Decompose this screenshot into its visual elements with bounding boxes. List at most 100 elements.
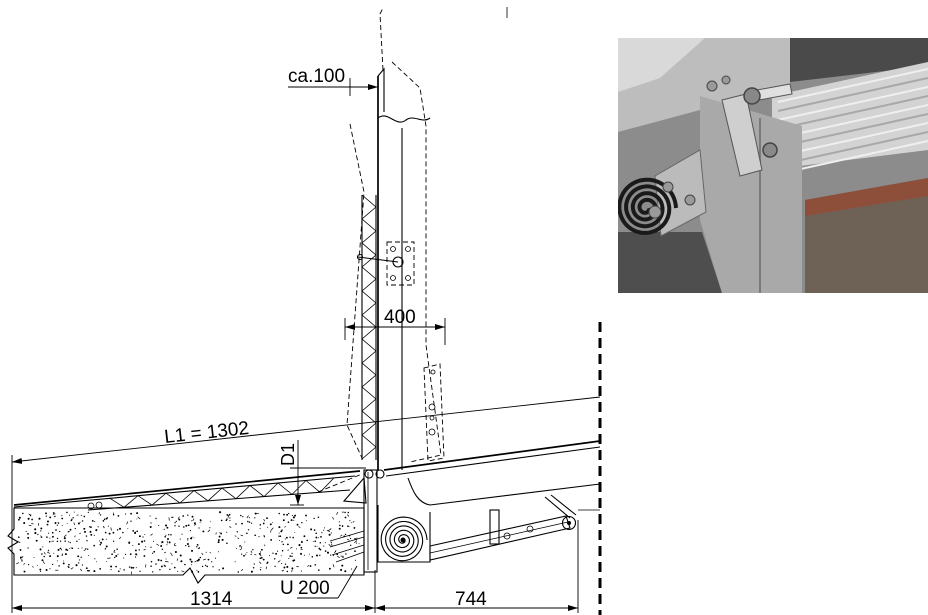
aggregate-dot <box>197 548 199 550</box>
aggregate-dot <box>46 520 50 523</box>
aggregate-dot <box>166 526 169 529</box>
aggregate-dot <box>115 565 117 568</box>
aggregate-dot <box>185 545 187 547</box>
aggregate-dot <box>262 558 265 561</box>
aggregate-dot <box>168 541 171 544</box>
photo-background-dark <box>790 38 928 82</box>
aggregate-dot <box>218 535 221 538</box>
aggregate-dot <box>48 532 50 534</box>
aggregate-dot <box>129 553 132 555</box>
aggregate-dot <box>222 567 225 570</box>
aggregate-dot <box>330 541 332 544</box>
aggregate-dot <box>315 554 319 557</box>
aggregate-dot <box>237 571 240 573</box>
aggregate-grain <box>207 529 211 533</box>
aggregate-dot <box>190 560 193 563</box>
photo-ground-shadow <box>618 232 722 293</box>
aggregate-dot <box>197 558 200 561</box>
aggregate-dot <box>130 520 132 522</box>
aggregate-dot <box>68 531 70 533</box>
aggregate-grain <box>83 549 86 552</box>
aggregate-dot <box>86 569 89 572</box>
aggregate-dot <box>94 558 96 560</box>
aggregate-dot <box>45 512 47 515</box>
aggregate-dot <box>239 546 241 548</box>
aggregate-dot <box>124 553 127 556</box>
aggregate-dot <box>68 541 70 543</box>
aggregate-dot <box>291 567 294 570</box>
aggregate-grain <box>110 527 112 531</box>
aggregate-dot <box>99 540 101 542</box>
aggregate-dot <box>135 567 137 569</box>
aggregate-dot <box>355 540 357 543</box>
aggregate-dot <box>240 514 242 517</box>
aggregate-dot <box>301 522 303 524</box>
aggregate-dot <box>354 541 356 544</box>
aggregate-dot <box>123 557 125 559</box>
photo-deck-rib <box>777 140 928 175</box>
aggregate-dot <box>160 559 163 562</box>
pivot-arm-hole <box>428 403 436 411</box>
aggregate-dot <box>158 524 160 527</box>
aggregate-dot <box>58 565 60 567</box>
aggregate-dot <box>161 548 164 551</box>
aggregate-grain <box>352 521 355 523</box>
aggregate-dot <box>41 559 44 562</box>
aggregate-dot <box>61 517 64 520</box>
aggregate-dot <box>190 549 194 552</box>
aggregate-dot <box>159 568 161 571</box>
aggregate-dot <box>225 519 228 522</box>
aggregate-grain <box>177 516 180 520</box>
aggregate-dot <box>235 547 237 549</box>
aggregate-grain <box>328 543 331 547</box>
aggregate-dot <box>189 558 192 561</box>
aggregate-dot <box>46 523 49 526</box>
aggregate-dot <box>123 569 125 571</box>
aggregate-dot <box>218 551 220 553</box>
aggregate-grain <box>270 530 272 533</box>
aggregate-dot <box>107 517 109 519</box>
aggregate-dot <box>77 522 80 525</box>
aggregate-dot <box>342 511 344 513</box>
aggregate-dot <box>69 528 72 531</box>
aggregate-grain <box>203 558 206 561</box>
aggregate-dot <box>272 521 274 523</box>
aggregate-dot <box>116 548 118 550</box>
aggregate-dot <box>106 560 108 562</box>
aggregate-dot <box>283 566 286 569</box>
aggregate-dot <box>122 531 124 534</box>
aggregate-dot <box>136 554 138 556</box>
aggregate-dot <box>288 557 290 560</box>
aggregate-dot <box>105 517 108 520</box>
aggregate-dot <box>266 517 268 520</box>
aggregate-dot <box>47 550 49 552</box>
aggregate-dot <box>43 555 45 558</box>
photo-deck-rib <box>777 95 928 130</box>
support-wheel <box>561 515 577 531</box>
lip-tilted-outline <box>346 123 365 459</box>
aggregate-dot <box>96 561 98 563</box>
photo-overhead-beam <box>618 38 705 92</box>
lip-dashed-outline <box>391 61 442 463</box>
aggregate-dot <box>324 550 327 552</box>
aggregate-grain <box>23 563 26 565</box>
aggregate-dot <box>250 553 252 556</box>
aggregate-dot <box>281 529 283 531</box>
aggregate-dot <box>284 538 286 540</box>
aggregate-dot <box>31 518 33 521</box>
aggregate-dot <box>88 526 91 528</box>
aggregate-dot <box>160 565 163 568</box>
hinge-lever-pin <box>356 253 364 261</box>
aggregate-dot <box>303 535 306 538</box>
aggregate-grain <box>347 514 349 517</box>
aggregate-dot <box>328 567 331 570</box>
aggregate-dot <box>319 548 322 551</box>
aggregate-dot <box>338 527 341 530</box>
aggregate-grain <box>119 536 122 540</box>
aggregate-dot <box>137 543 140 546</box>
aggregate-dot <box>128 541 131 544</box>
aggregate-dot <box>110 565 113 568</box>
aggregate-grain <box>307 565 310 567</box>
